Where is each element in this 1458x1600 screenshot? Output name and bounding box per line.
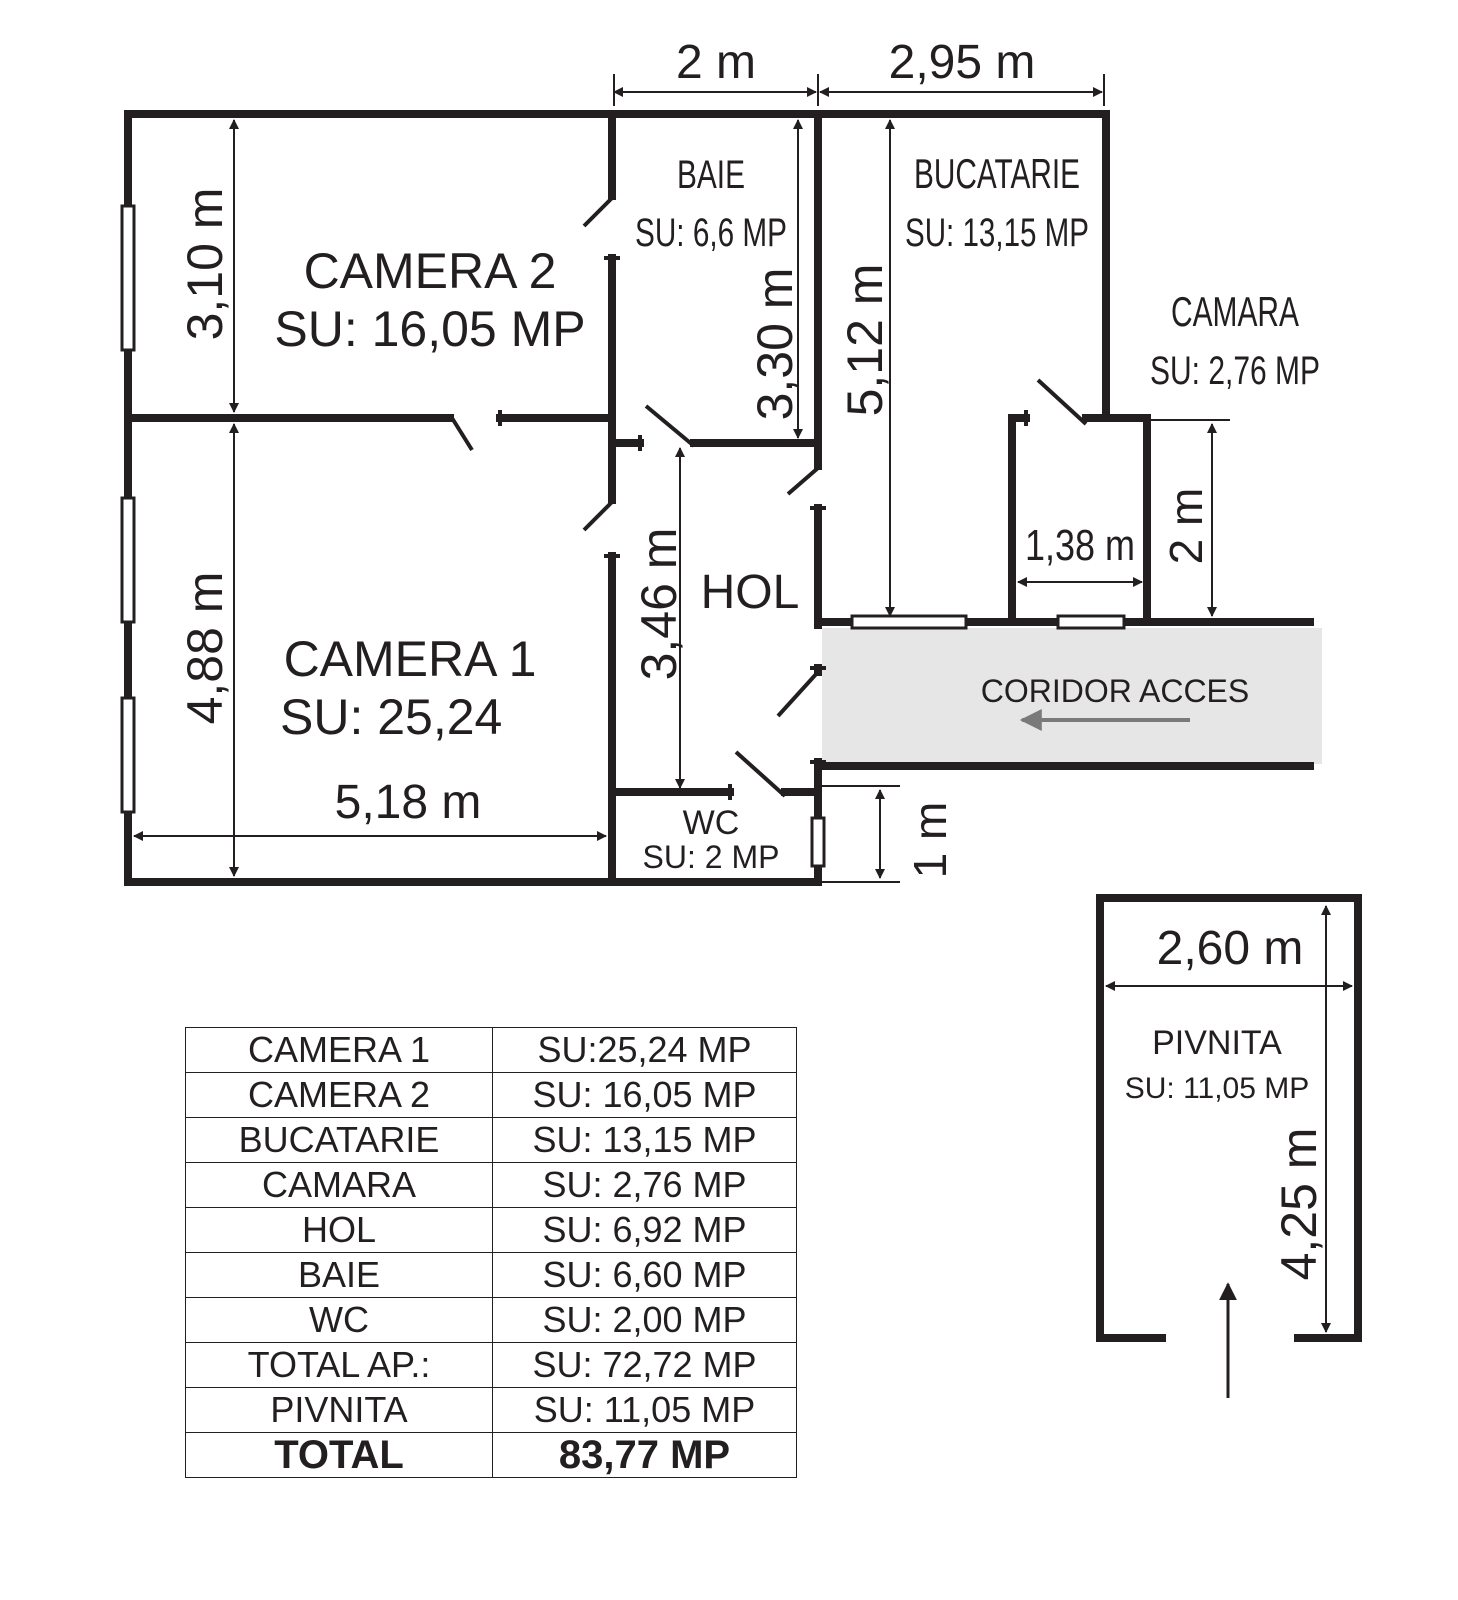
dim-bucatarie-width: 2,95 m (889, 36, 1036, 89)
dim-wc-height: 1 m (904, 802, 956, 879)
corridor-band (822, 628, 1322, 764)
dim-camera2-height: 3,10 m (177, 188, 233, 341)
table-room-cell: PIVNITA (185, 1387, 493, 1433)
dim-pivnita-width: 2,60 m (1157, 922, 1304, 975)
dim-camara-height: 2 m (1160, 488, 1212, 565)
dim-baie-width: 2 m (676, 36, 756, 89)
windows (120, 204, 1126, 868)
camera1-name: CAMERA 1 (284, 631, 537, 687)
doors (450, 196, 1088, 800)
table-area-cell: SU: 2,76 MP (492, 1162, 797, 1208)
table-room-cell: CAMARA (185, 1162, 493, 1208)
dim-camera1-height: 4,88 m (177, 572, 233, 725)
camara-name: CAMARA (1171, 288, 1299, 335)
table-area-cell: SU: 16,05 MP (492, 1072, 797, 1118)
pivnita-area: SU: 11,05 MP (1125, 1072, 1310, 1105)
table-area-cell: SU: 6,92 MP (492, 1207, 797, 1253)
table-room-cell: CAMERA 2 (185, 1072, 493, 1118)
dim-bucatarie-height: 5,12 m (837, 264, 893, 417)
table-area-cell: SU: 11,05 MP (492, 1387, 797, 1433)
bucatarie-area: SU: 13,15 MP (905, 211, 1089, 255)
dim-camara-width: 1,38 m (1025, 521, 1135, 570)
table-area-cell: SU: 72,72 MP (492, 1342, 797, 1388)
table-total-value: 83,77 MP (492, 1432, 797, 1478)
camara-area: SU: 2,76 MP (1150, 349, 1320, 393)
bucatarie-name: BUCATARIE (914, 150, 1080, 197)
wc-name: WC (683, 804, 740, 842)
camera2-name: CAMERA 2 (304, 243, 557, 299)
baie-name: BAIE (677, 153, 745, 197)
table-area-cell: SU: 2,00 MP (492, 1297, 797, 1343)
table-area-cell: SU:25,24 MP (492, 1027, 797, 1073)
table-area-cell: SU: 6,60 MP (492, 1252, 797, 1298)
dim-baie-height: 3,30 m (747, 268, 803, 421)
table-room-cell: CAMERA 1 (185, 1027, 493, 1073)
dim-hol-height: 3,46 m (631, 528, 687, 681)
table-area-cell: SU: 13,15 MP (492, 1117, 797, 1163)
camera2-area: SU: 16,05 MP (274, 301, 585, 357)
dim-pivnita-height: 4,25 m (1271, 1128, 1327, 1281)
table-row: TOTAL AP.:SU: 72,72 MP (185, 1342, 797, 1388)
dimension-lines (133, 74, 1353, 1333)
hol-name: HOL (701, 566, 800, 619)
table-room-cell: BAIE (185, 1252, 493, 1298)
table-room-cell: BUCATARIE (185, 1117, 493, 1163)
table-room-cell: TOTAL AP.: (185, 1342, 493, 1388)
table-room-cell: HOL (185, 1207, 493, 1253)
baie-area: SU: 6,6 MP (635, 211, 787, 255)
table-total-label: TOTAL (185, 1432, 493, 1478)
wc-area: SU: 2 MP (643, 839, 780, 875)
pivnita-name: PIVNITA (1152, 1024, 1282, 1062)
camera1-area: SU: 25,24 (280, 689, 502, 745)
corridor-name: CORIDOR ACCES (981, 673, 1249, 709)
dim-camera1-width: 5,18 m (335, 776, 482, 829)
table-room-cell: WC (185, 1297, 493, 1343)
